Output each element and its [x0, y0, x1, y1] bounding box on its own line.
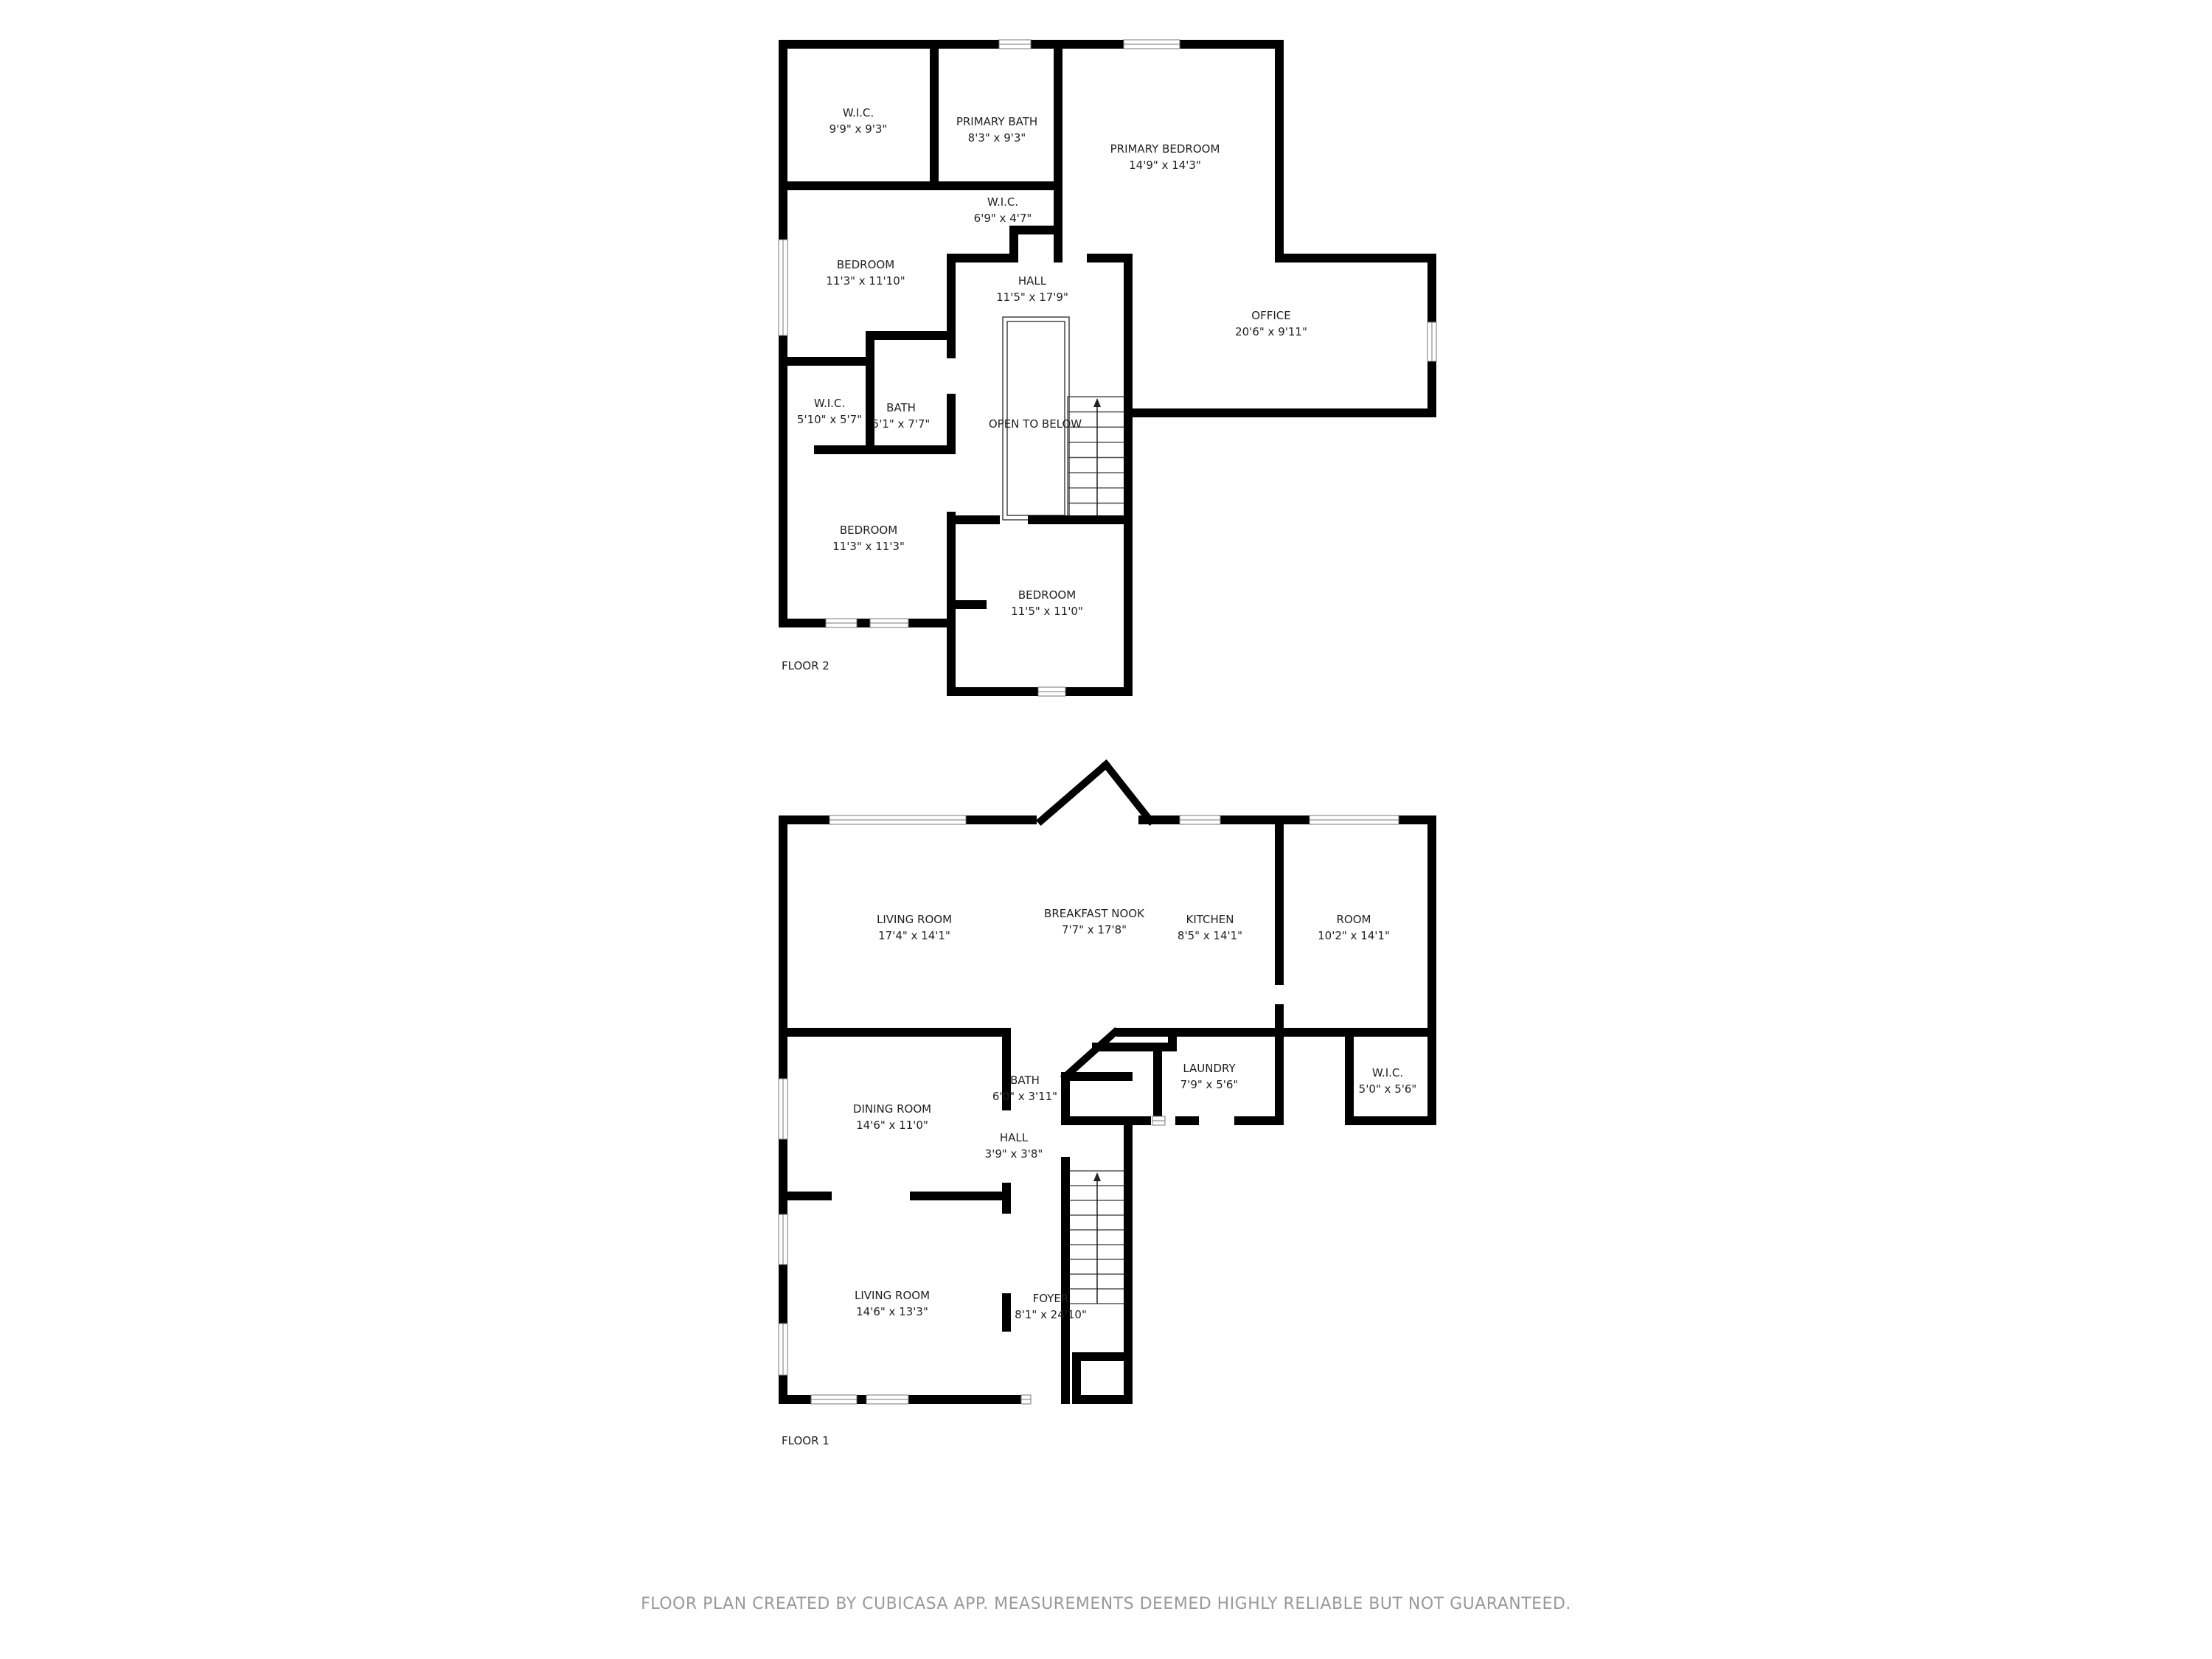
- room-name: FOYER: [1032, 1292, 1069, 1305]
- room-name: W.I.C.: [987, 195, 1019, 209]
- room-name: HALL: [999, 1131, 1029, 1144]
- room-label: W.I.C. 6'9" x 4'7": [974, 194, 1032, 226]
- room-dimensions: 6'0" x 3'11": [992, 1090, 1058, 1103]
- walls-layer: [779, 40, 1436, 1404]
- angled-wall: [1100, 759, 1156, 827]
- room-name: BEDROOM: [1018, 588, 1077, 602]
- angled-wall: [1035, 759, 1112, 827]
- room-name: PRIMARY BEDROOM: [1110, 142, 1220, 156]
- room-label: FOYER 8'1" x 24'10": [1015, 1290, 1087, 1323]
- angled-wall: [1060, 1026, 1121, 1082]
- room-label: DINING ROOM 14'6" x 11'0": [853, 1101, 931, 1133]
- window: [810, 1394, 858, 1405]
- window: [1309, 815, 1399, 825]
- room-name: LIVING ROOM: [876, 913, 953, 926]
- room-dimensions: 5'10" x 5'7": [796, 413, 863, 426]
- window: [1152, 1116, 1166, 1126]
- room-label: W.I.C. 5'10" x 5'7": [797, 395, 862, 428]
- room-name: W.I.C.: [1371, 1066, 1404, 1079]
- room-dimensions: 11'5" x 17'9": [996, 291, 1068, 304]
- room-label: PRIMARY BATH 8'3" x 9'3": [956, 114, 1037, 146]
- room-label: BEDROOM 11'5" x 11'0": [1011, 587, 1083, 619]
- room-name: LIVING ROOM: [854, 1289, 931, 1302]
- room-label: BEDROOM 11'3" x 11'3": [832, 522, 905, 554]
- room-label: BREAKFAST NOOK 7'7" x 17'8": [1044, 905, 1144, 938]
- room-label: OFFICE 20'6" x 9'11": [1235, 307, 1307, 340]
- window: [1020, 1394, 1032, 1405]
- stairs-layer: [1067, 396, 1127, 1304]
- window: [778, 1214, 788, 1265]
- room-label: BATH 6'0" x 3'11": [992, 1072, 1057, 1105]
- window: [778, 1078, 788, 1140]
- room-label: HALL 3'9" x 3'8": [985, 1130, 1043, 1162]
- windows-layer: [778, 39, 1437, 1405]
- room-dimensions: 20'6" x 9'11": [1235, 325, 1307, 338]
- room-dimensions: 8'3" x 9'3": [967, 131, 1026, 145]
- room-label: LAUNDRY 7'9" x 5'6": [1180, 1060, 1239, 1093]
- room-name: PRIMARY BATH: [956, 115, 1038, 128]
- window: [825, 618, 858, 628]
- room-dimensions: 14'6" x 11'0": [856, 1119, 928, 1132]
- room-dimensions: 9'9" x 9'3": [829, 122, 888, 136]
- room-dimensions: 8'1" x 24'10": [1015, 1308, 1087, 1321]
- room-name: ROOM: [1336, 913, 1371, 926]
- room-dimensions: 3'9" x 3'8": [984, 1147, 1043, 1161]
- room-dimensions: 7'9" x 5'6": [1180, 1078, 1239, 1091]
- room-name: BREAKFAST NOOK: [1044, 907, 1144, 920]
- room-name: BATH: [1010, 1074, 1040, 1087]
- room-dimensions: 7'7" x 17'8": [1061, 923, 1127, 936]
- room-label: W.I.C. 5'0" x 5'6": [1359, 1065, 1417, 1097]
- room-label: KITCHEN 8'5" x 14'1": [1178, 911, 1242, 944]
- room-dimensions: 10'2" x 14'1": [1318, 929, 1390, 942]
- room-name: BATH: [886, 401, 916, 414]
- room-label: LIVING ROOM 14'6" x 13'3": [855, 1287, 930, 1320]
- room-dimensions: 8'5" x 14'1": [1177, 929, 1243, 942]
- room-label: W.I.C. 9'9" x 9'3": [830, 105, 888, 137]
- window: [778, 239, 788, 336]
- room-dimensions: 14'6" x 13'3": [856, 1305, 928, 1318]
- floor-2-label: FLOOR 2: [782, 659, 830, 672]
- room-label: ROOM 10'2" x 14'1": [1318, 911, 1390, 944]
- room-label: BATH 5'1" x 7'7": [872, 400, 931, 432]
- room-dimensions: 11'5" x 11'0": [1011, 605, 1083, 618]
- room-label: LIVING ROOM 17'4" x 14'1": [877, 911, 952, 944]
- room-name: OFFICE: [1251, 309, 1291, 322]
- room-name: W.I.C.: [813, 397, 846, 410]
- window: [1037, 686, 1066, 697]
- room-label: PRIMARY BEDROOM 14'9" x 14'3": [1110, 141, 1220, 173]
- window: [998, 39, 1032, 49]
- room-dimensions: 11'3" x 11'3": [832, 540, 905, 553]
- window: [1179, 815, 1221, 825]
- room-name: W.I.C.: [842, 106, 874, 119]
- stair-arrow-icon: [1093, 398, 1101, 407]
- room-name: BEDROOM: [839, 524, 898, 537]
- window: [1123, 39, 1180, 49]
- room-dimensions: 6'9" x 4'7": [973, 212, 1032, 225]
- stair-arrow-icon: [1093, 1172, 1101, 1181]
- room-dimensions: 11'3" x 11'10": [826, 274, 905, 288]
- room-label: HALL 11'5" x 17'9": [996, 273, 1068, 305]
- window: [1427, 321, 1437, 362]
- room-name: KITCHEN: [1186, 913, 1234, 926]
- room-dimensions: 5'1" x 7'7": [872, 417, 931, 431]
- window: [829, 815, 967, 825]
- room-label: BEDROOM 11'3" x 11'10": [826, 257, 905, 289]
- window: [869, 618, 909, 628]
- room-label: OPEN TO BELOW: [989, 416, 1082, 432]
- footer-disclaimer: FLOOR PLAN CREATED BY CUBICASA APP. MEAS…: [641, 1595, 1571, 1613]
- window: [778, 1323, 788, 1376]
- room-dimensions: 14'9" x 14'3": [1129, 159, 1201, 172]
- room-name: BEDROOM: [836, 258, 895, 271]
- room-dimensions: 5'0" x 5'6": [1358, 1082, 1417, 1096]
- room-name: OPEN TO BELOW: [988, 417, 1082, 431]
- room-name: DINING ROOM: [852, 1102, 932, 1116]
- room-name: HALL: [1018, 274, 1047, 288]
- room-name: LAUNDRY: [1183, 1062, 1236, 1075]
- floor-1-label: FLOOR 1: [782, 1434, 830, 1447]
- window: [866, 1394, 909, 1405]
- room-dimensions: 17'4" x 14'1": [878, 929, 950, 942]
- staircase: [1067, 1170, 1127, 1304]
- staircase: [1067, 396, 1127, 519]
